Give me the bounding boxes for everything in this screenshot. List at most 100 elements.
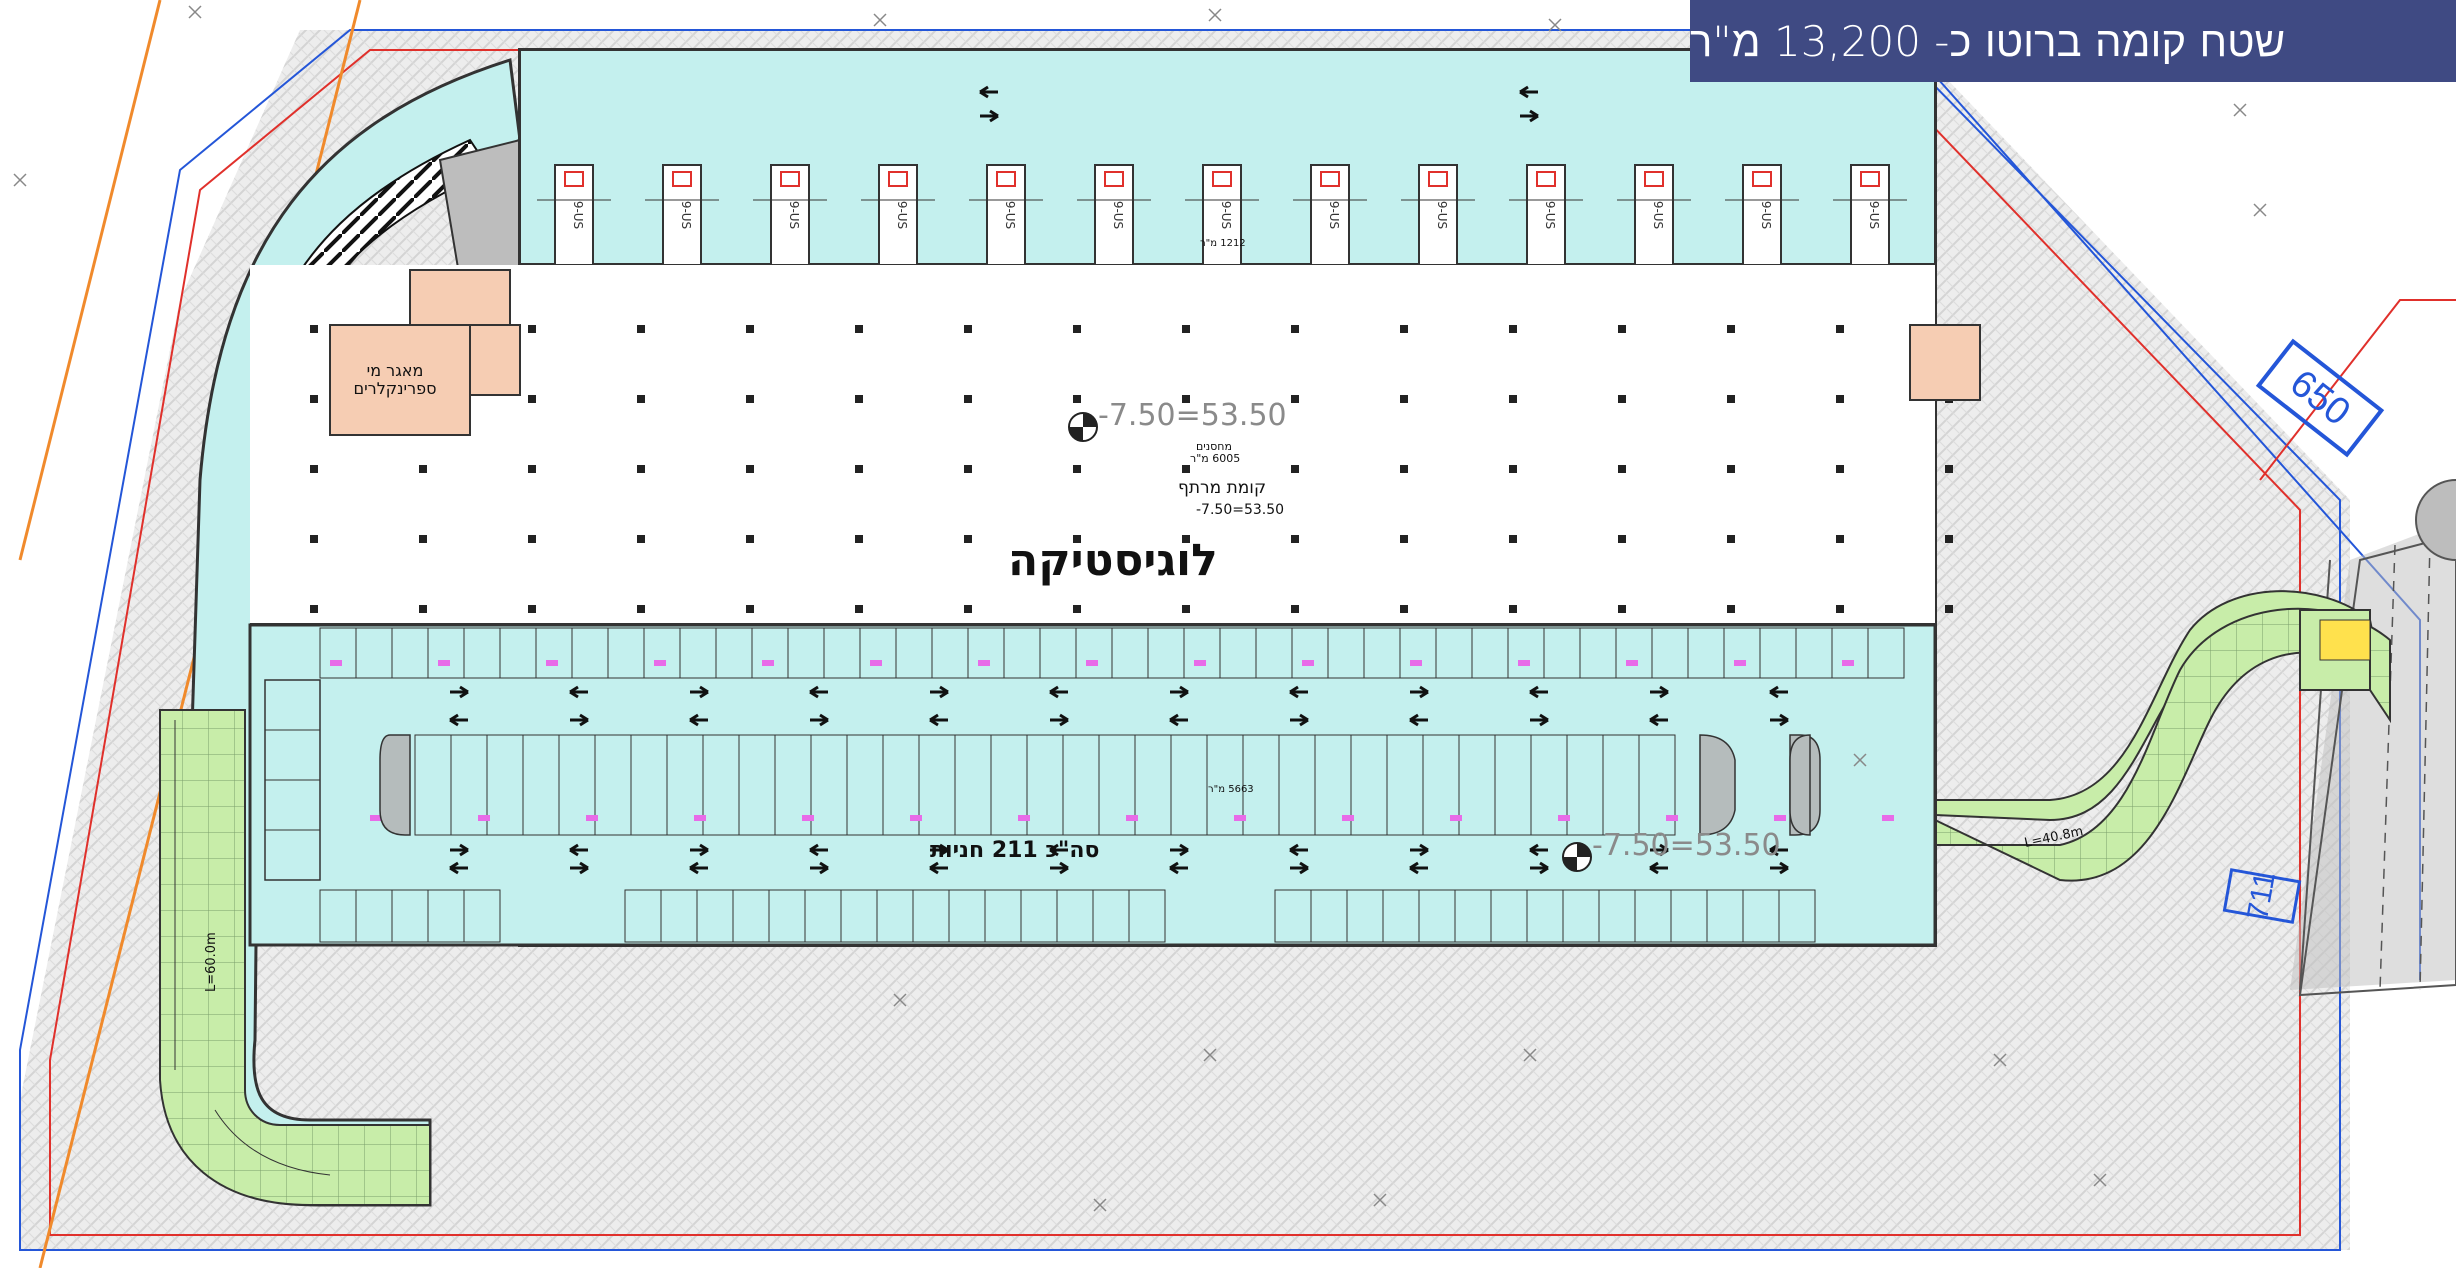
- structural-column: [1073, 395, 1081, 403]
- traffic-arrow: [570, 713, 589, 727]
- floor-area-title: שטח קומה ברוטו כ- 13,200 מ"ר: [1690, 0, 2456, 82]
- traffic-arrow: [450, 685, 469, 699]
- structural-column: [1509, 325, 1517, 333]
- structural-column: [746, 395, 754, 403]
- accessible-stall-marker: [546, 660, 558, 666]
- structural-column: [1291, 395, 1299, 403]
- parking-zone: [248, 85, 1937, 947]
- traffic-arrow: [569, 843, 588, 857]
- structural-column: [419, 465, 427, 473]
- structural-column: [528, 605, 536, 613]
- structural-column: [528, 325, 536, 333]
- basement-floor-label: קומת מרתף: [1178, 478, 1267, 498]
- traffic-arrow: [1290, 713, 1309, 727]
- basement-level-label: -7.50=53.50: [1196, 502, 1285, 518]
- traffic-arrow: [1169, 713, 1188, 727]
- structural-column: [1400, 605, 1408, 613]
- traffic-arrow: [570, 861, 589, 875]
- truck-bay-label: 9-US: [1543, 201, 1557, 229]
- truck-bay-label: 9-US: [1759, 201, 1773, 229]
- truck-bay-label: 9-US: [679, 201, 693, 229]
- parking-stall: [463, 889, 501, 943]
- parking-elevation-label: -7.50=53.50: [1592, 828, 1781, 863]
- survey-cross: [13, 173, 27, 187]
- traffic-arrow: [1520, 109, 1539, 123]
- traffic-arrow: [1289, 843, 1308, 857]
- structural-column: [637, 605, 645, 613]
- accessible-stall-marker: [1666, 815, 1678, 821]
- accessible-stall-marker: [1086, 660, 1098, 666]
- accessible-stall-marker: [654, 660, 666, 666]
- structural-column: [310, 465, 318, 473]
- structural-column: [1509, 605, 1517, 613]
- structural-column: [1073, 605, 1081, 613]
- traffic-arrow: [1519, 85, 1538, 99]
- truck-bay-label: 9-US: [1111, 201, 1125, 229]
- structural-column: [1618, 535, 1626, 543]
- traffic-arrow: [690, 685, 709, 699]
- structural-column: [1618, 325, 1626, 333]
- accessible-stall-marker: [370, 815, 382, 821]
- floor-area-title-text: שטח קומה ברוטו כ- 13,200 מ"ר: [1690, 16, 2286, 66]
- logistics-hall: [250, 265, 1953, 627]
- survey-cross: [1093, 1198, 1107, 1212]
- accessible-stall-marker: [1194, 660, 1206, 666]
- structural-column: [1618, 605, 1626, 613]
- structural-column: [964, 465, 972, 473]
- structural-column: [1509, 535, 1517, 543]
- survey-crosses: [13, 5, 2267, 1212]
- structural-column: [1182, 605, 1190, 613]
- storage-area: 6005 מ"ר: [1190, 452, 1241, 465]
- traffic-arrow: [1049, 843, 1068, 857]
- structural-column: [1291, 535, 1299, 543]
- accessible-stall-marker: [762, 660, 774, 666]
- accessible-stall-marker: [1734, 660, 1746, 666]
- traffic-arrow: [689, 713, 708, 727]
- parking-area-note: 5663 מ"ר: [1208, 784, 1254, 795]
- structural-column: [964, 535, 972, 543]
- truck-bay-marker: [996, 171, 1016, 187]
- traffic-arrow: [1050, 861, 1069, 875]
- accessible-stall-marker: [1342, 815, 1354, 821]
- structural-column: [1509, 465, 1517, 473]
- truck-bay-marker: [1212, 171, 1232, 187]
- structural-column: [1836, 465, 1844, 473]
- truck-bay-marker: [1320, 171, 1340, 187]
- structural-column: [310, 395, 318, 403]
- parking-stall: [1867, 627, 1905, 679]
- structural-column: [855, 535, 863, 543]
- traffic-arrow: [1529, 843, 1548, 857]
- structural-column: [1618, 465, 1626, 473]
- structural-column: [1073, 465, 1081, 473]
- traffic-arrow: [690, 843, 709, 857]
- structural-column: [310, 605, 318, 613]
- accessible-stall-marker: [910, 815, 922, 821]
- road-711-label: 711: [2241, 869, 2282, 923]
- survey-cross: [1208, 8, 1222, 22]
- accessible-stall-marker: [1234, 815, 1246, 821]
- accessible-stall-marker: [330, 660, 342, 666]
- traffic-arrow: [1050, 713, 1069, 727]
- structural-column: [855, 605, 863, 613]
- traffic-arrow: [810, 713, 829, 727]
- accessible-stall-marker: [694, 815, 706, 821]
- traffic-arrow: [1530, 861, 1549, 875]
- traffic-arrow: [1169, 861, 1188, 875]
- structural-column: [1945, 605, 1953, 613]
- traffic-arrow: [449, 861, 468, 875]
- traffic-arrow: [689, 861, 708, 875]
- accessible-stall-marker: [802, 815, 814, 821]
- truck-bay-label: 9-US: [571, 201, 585, 229]
- traffic-arrow: [1769, 843, 1788, 857]
- traffic-arrow: [1289, 685, 1308, 699]
- truck-bay-marker: [888, 171, 908, 187]
- right-green-ramp: [1934, 590, 2391, 882]
- traffic-arrow: [449, 713, 468, 727]
- structural-column: [1618, 395, 1626, 403]
- accessible-stall-marker: [1410, 660, 1422, 666]
- structural-column: [746, 465, 754, 473]
- traffic-arrow: [1650, 685, 1669, 699]
- structural-column: [637, 325, 645, 333]
